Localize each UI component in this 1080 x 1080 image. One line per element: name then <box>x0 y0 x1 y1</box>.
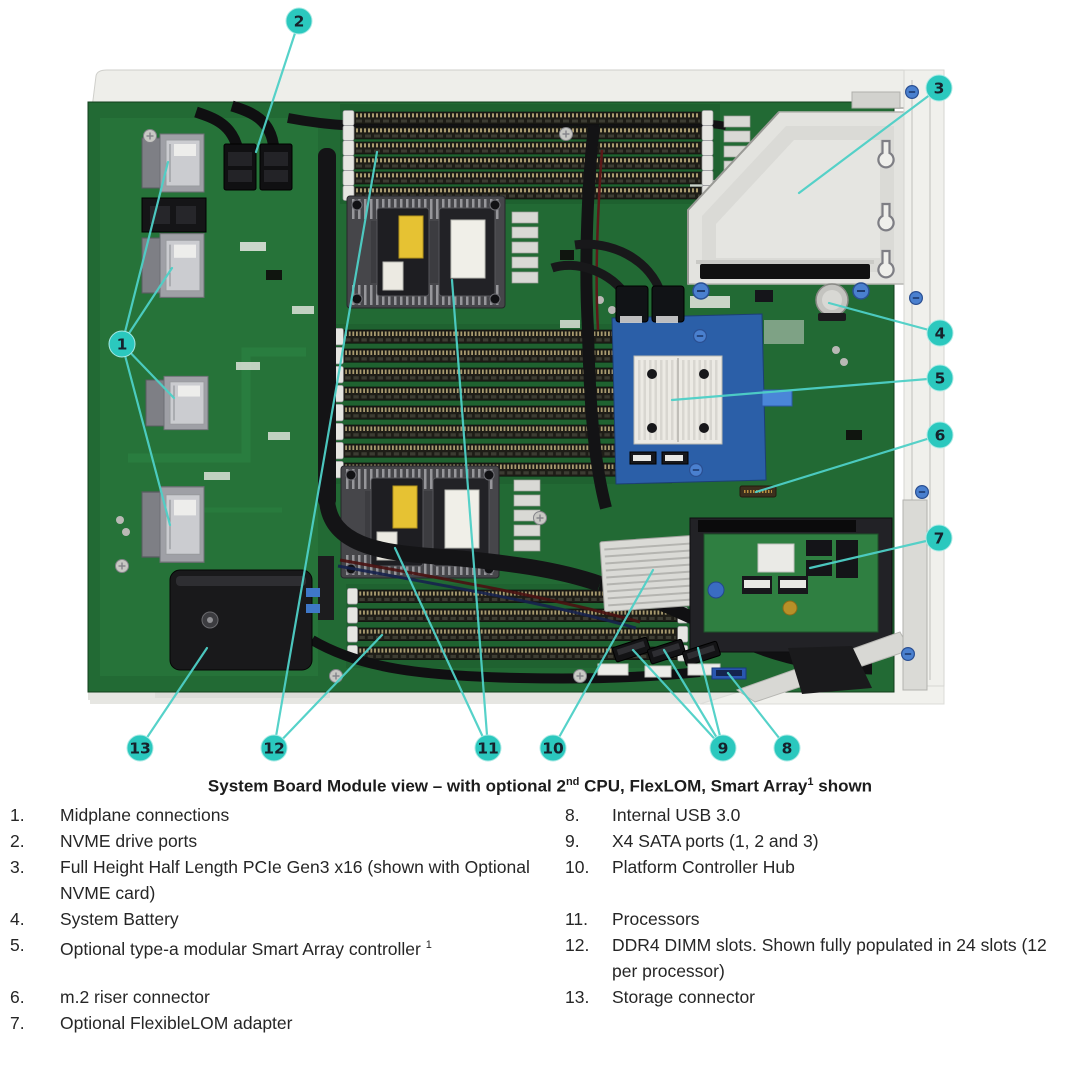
legend-item-9-text: X4 SATA ports (1, 2 and 3) <box>612 828 1072 854</box>
legend-item-5-text-span: Optional type-a modular Smart Array cont… <box>60 938 426 959</box>
callout-8: 8 <box>773 734 801 762</box>
system-battery <box>815 283 849 321</box>
callout-11-number: 11 <box>477 740 499 758</box>
legend-item-5-text: Optional type-a modular Smart Array cont… <box>60 932 565 984</box>
storage-connector <box>169 556 334 671</box>
legend-item-1-number: 1. <box>10 805 25 825</box>
legend-item-9-number: 9. <box>565 831 580 851</box>
legend-item-10-number: 10. <box>565 857 590 877</box>
legend-item-8-number: 8. <box>565 805 580 825</box>
flexlom-adapter <box>689 517 893 653</box>
callout-13-number: 13 <box>129 740 151 758</box>
chassis-right-wall <box>900 69 945 691</box>
callout-4: 4 <box>926 319 954 347</box>
legend-item-6-number: 6. <box>10 987 25 1007</box>
callout-2-number: 2 <box>294 13 305 31</box>
legend-item-12-text: DDR4 DIMM slots. Shown fully populated i… <box>612 932 1072 984</box>
callout-13: 13 <box>126 734 154 762</box>
legend-item-8-text: Internal USB 3.0 <box>612 802 1072 828</box>
legend-item-3-number: 3. <box>10 857 25 877</box>
legend-item-1-text-span: Midplane connections <box>60 805 230 825</box>
legend-item-7-text-span: Optional FlexibleLOM adapter <box>60 1013 293 1033</box>
legend: 1. Midplane connections 8. Internal USB … <box>0 796 1080 1036</box>
caption-text-3: shown <box>813 776 873 796</box>
legend-item-6-text: m.2 riser connector <box>60 984 565 1010</box>
callout-12-number: 12 <box>263 740 285 758</box>
leader-lines <box>120 19 942 750</box>
legend-item-13-text-span: Storage connector <box>612 987 756 1007</box>
callout-10: 10 <box>539 734 567 762</box>
legend-item-3-text: Full Height Half Length PCIe Gen3 x16 (s… <box>60 854 565 906</box>
legend-item-4-text: System Battery <box>60 906 565 932</box>
legend-item-3-text-span: Full Height Half Length PCIe Gen3 x16 (s… <box>60 857 530 903</box>
callout-1: 1 <box>108 330 136 358</box>
callout-8-number: 8 <box>782 740 793 758</box>
legend-item-2-number: 2. <box>10 831 25 851</box>
callout-9: 9 <box>709 734 737 762</box>
callout-9-number: 9 <box>718 740 729 758</box>
callout-3: 3 <box>925 74 953 102</box>
callout-7-number: 7 <box>934 530 945 548</box>
legend-empty-number <box>565 1010 612 1036</box>
legend-item-10-text-span: Platform Controller Hub <box>612 857 795 877</box>
callout-6: 6 <box>926 421 954 449</box>
legend-item-5-footnote: 1 <box>425 939 432 951</box>
callout-11: 11 <box>474 734 502 762</box>
legend-item-10-text: Platform Controller Hub <box>612 854 1072 906</box>
legend-item-4-number: 4. <box>10 909 25 929</box>
callout-6-number: 6 <box>935 427 946 445</box>
processor-heatsink-1 <box>347 196 505 308</box>
caption-text-2: CPU, FlexLOM, Smart Array <box>579 776 808 796</box>
legend-empty-text <box>612 1010 1072 1036</box>
legend-item-9-text-span: X4 SATA ports (1, 2 and 3) <box>612 831 819 851</box>
legend-item-2-text: NVME drive ports <box>60 828 565 854</box>
callout-5: 5 <box>926 364 954 392</box>
legend-item-7-text: Optional FlexibleLOM adapter <box>60 1010 565 1036</box>
system-board-figure: 1 2 3 4 5 6 7 8 9 10 11 12 13 <box>87 7 954 762</box>
figure-caption: System Board Module view – with optional… <box>0 768 1080 796</box>
callout-12: 12 <box>260 734 288 762</box>
legend-item-8-text-span: Internal USB 3.0 <box>612 805 741 825</box>
legend-item-2-text-span: NVME drive ports <box>60 831 198 851</box>
pcie-riser-bracket <box>687 91 907 300</box>
callout-7: 7 <box>925 524 953 552</box>
legend-item-12-text-span: DDR4 DIMM slots. Shown fully populated i… <box>612 935 1047 981</box>
callout-1-number: 1 <box>117 336 128 354</box>
caption-sup-1: 1 <box>807 776 814 788</box>
system-board-illustration: 1 2 3 4 5 6 7 8 9 10 11 12 13 <box>87 7 954 762</box>
callout-10-number: 10 <box>542 740 564 758</box>
legend-item-12-number: 12. <box>565 935 590 955</box>
legend-item-1-text: Midplane connections <box>60 802 565 828</box>
legend-item-4-text-span: System Battery <box>60 909 179 929</box>
legend-item-11-number: 11. <box>565 909 589 929</box>
caption-sup-nd: nd <box>565 776 580 788</box>
legend-item-11-text: Processors <box>612 906 1072 932</box>
callout-2: 2 <box>285 7 313 35</box>
callout-3-number: 3 <box>934 80 945 98</box>
legend-item-11-text-span: Processors <box>612 909 700 929</box>
vrm-bank-1 <box>511 211 539 284</box>
callout-5-number: 5 <box>935 370 946 388</box>
legend-item-13-text: Storage connector <box>612 984 1072 1010</box>
legend-item-6-text-span: m.2 riser connector <box>60 987 210 1007</box>
caption-text-1: System Board Module view – with optional… <box>207 776 566 796</box>
legend-item-5-number: 5. <box>10 935 25 955</box>
legend-item-7-number: 7. <box>10 1013 25 1033</box>
callout-4-number: 4 <box>935 325 946 343</box>
legend-item-13-number: 13. <box>565 987 590 1007</box>
